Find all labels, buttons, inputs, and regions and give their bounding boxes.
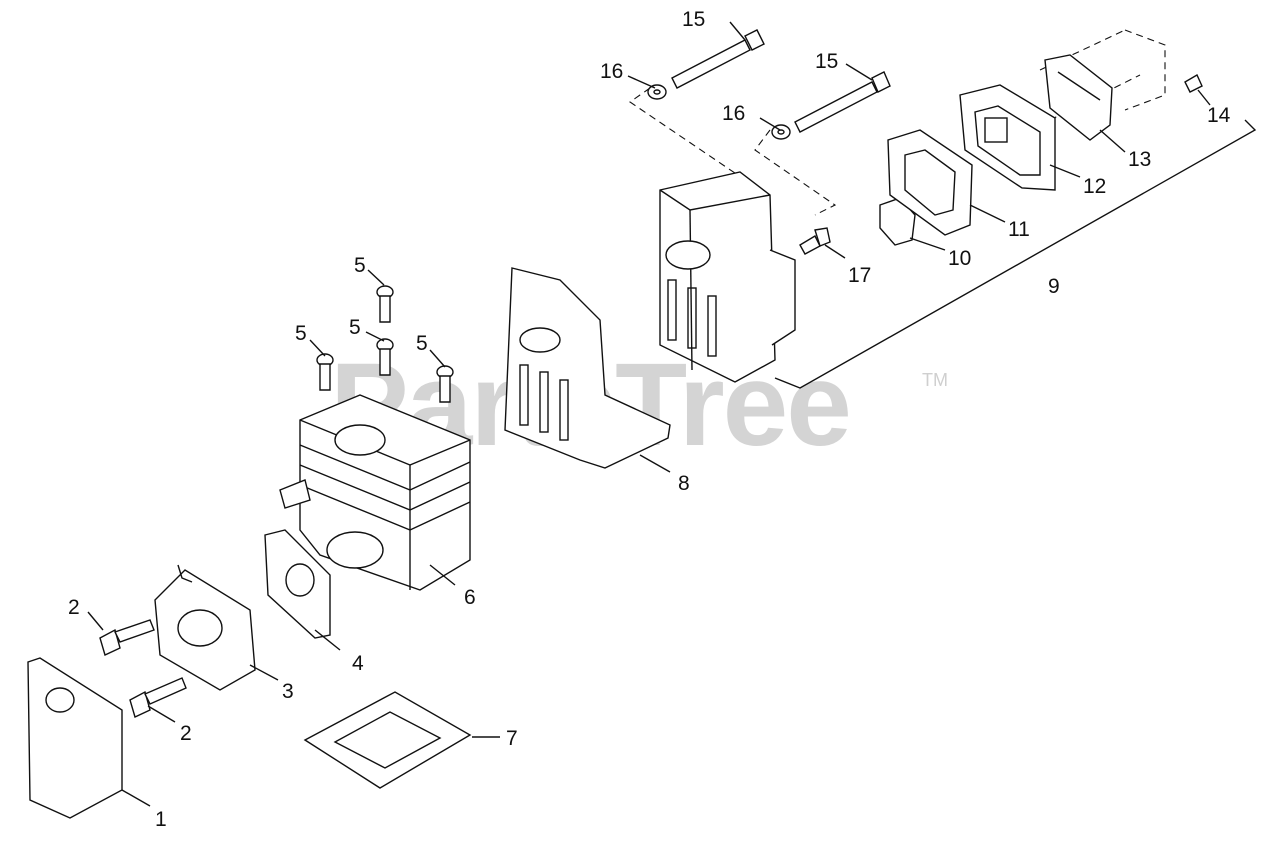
part-3-insulator [154, 564, 256, 691]
part-17-screw [799, 227, 831, 255]
callout-17: 17 [848, 264, 871, 287]
part-15-bolt-b [794, 71, 891, 133]
callout-13: 13 [1128, 148, 1151, 171]
part-5-bolt-b [316, 353, 334, 391]
callout-16b: 16 [722, 102, 745, 125]
callout-15b: 15 [815, 50, 838, 73]
part-5-bolt-c [376, 338, 394, 376]
watermark-trademark: TM [922, 370, 948, 390]
part-6-cylinder [279, 394, 471, 591]
callout-2b: 2 [180, 722, 192, 745]
part-2-bolt-b [129, 677, 187, 718]
callout-9: 9 [1048, 275, 1060, 298]
part-11-gasket [887, 129, 973, 236]
part-16-washer-a [647, 84, 667, 100]
callout-5d: 5 [416, 332, 428, 355]
part-8-heat-shield [504, 267, 671, 469]
part-12-gasket [959, 84, 1056, 191]
callout-10: 10 [948, 247, 971, 270]
part-13-plate [1044, 54, 1113, 141]
callout-14: 14 [1207, 104, 1231, 127]
callout-7: 7 [506, 727, 518, 750]
callout-15a: 15 [682, 8, 705, 31]
callout-5b: 5 [295, 322, 307, 345]
part-7-gasket [303, 691, 472, 789]
callout-5c: 5 [349, 316, 361, 339]
part-14-screw [1184, 74, 1203, 93]
part-5-bolt-d [436, 365, 454, 403]
part-5-bolt-a [376, 285, 394, 323]
callout-3: 3 [282, 680, 294, 703]
callout-9-bracket [774, 119, 1257, 389]
callout-4: 4 [352, 652, 364, 675]
callout-6: 6 [464, 586, 476, 609]
callout-12: 12 [1083, 175, 1106, 198]
part-4-gasket [264, 529, 331, 639]
leader-lines [87, 21, 1211, 807]
part-2-bolt-a [99, 619, 155, 656]
part-9-muffler [659, 171, 796, 383]
part-1-plate [27, 657, 123, 819]
callout-5a: 5 [354, 254, 366, 277]
callout-11: 11 [1008, 218, 1030, 241]
callout-1: 1 [155, 808, 167, 831]
callout-8: 8 [678, 472, 690, 495]
part-15-bolt-a [671, 29, 765, 89]
callout-16a: 16 [600, 60, 623, 83]
callout-2a: 2 [68, 596, 80, 619]
